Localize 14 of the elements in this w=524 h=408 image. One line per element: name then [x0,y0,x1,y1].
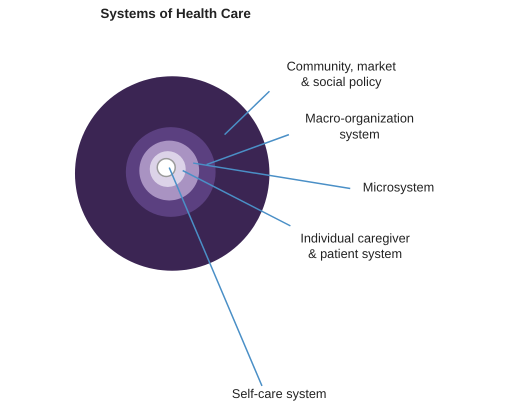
inner-ring [139,140,200,200]
diagram-title: Systems of Health Care [100,6,251,22]
ring-label: Macro-organization system [290,110,429,142]
leader-line [182,170,291,227]
ring-label: Individual caregiver & patient system [298,230,412,262]
ring-label: Microsystem [352,180,446,196]
inner-ring [156,158,176,178]
ring-label: Community, market & social policy [282,58,400,90]
inner-ring [150,151,186,187]
leader-line [193,162,350,190]
leader-line [168,167,263,386]
leader-line [206,134,290,166]
ring-label: Self-care system [223,386,336,402]
leader-line [224,90,270,136]
